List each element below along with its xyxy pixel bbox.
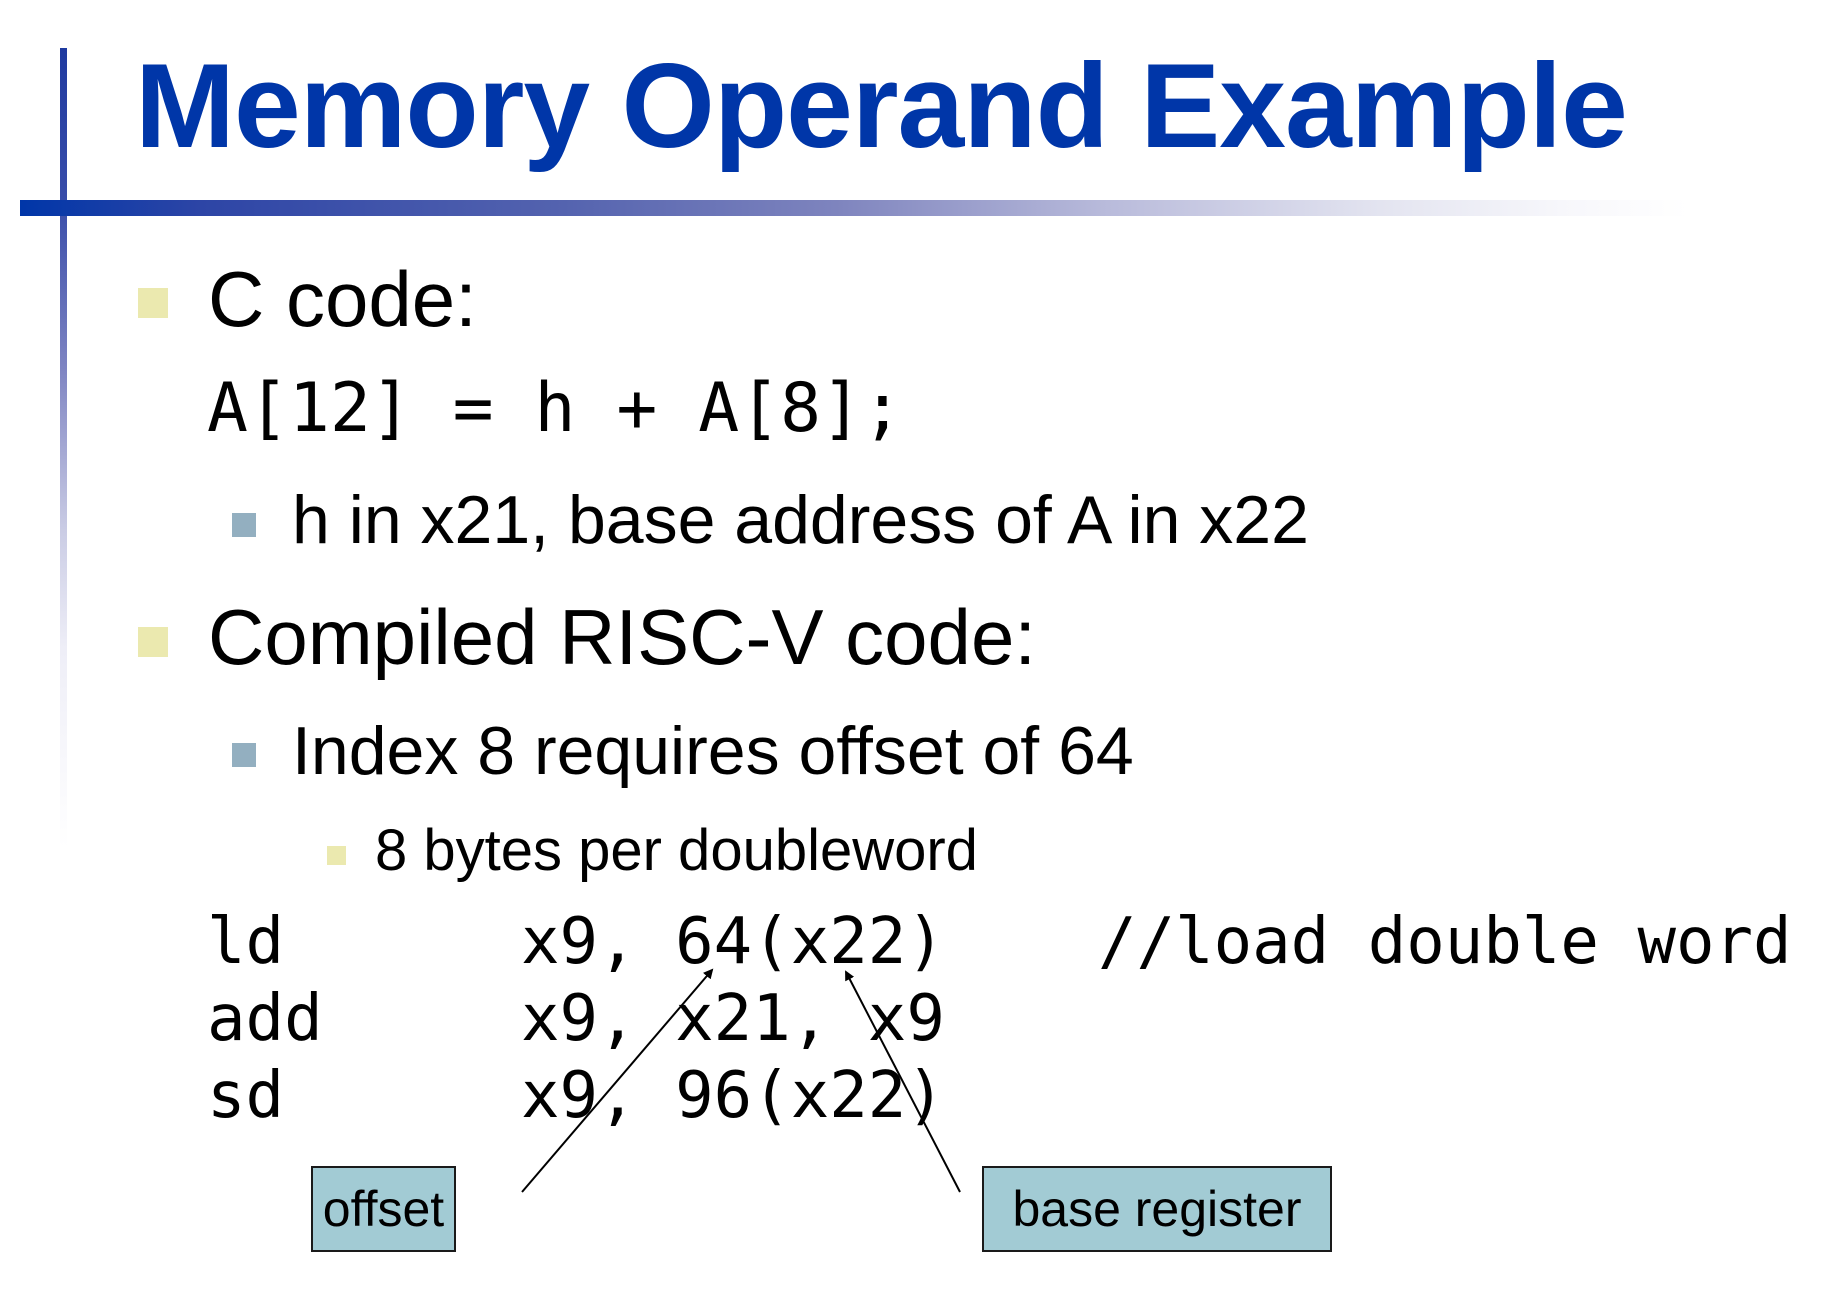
asm-comment: //load double word — [1098, 905, 1792, 979]
bullet-level2-icon — [232, 513, 256, 537]
slide-title: Memory Operand Example — [135, 39, 1628, 173]
title-vertical-accent-bar — [60, 48, 67, 848]
c-code-line: A[12] = h + A[8]; — [207, 369, 903, 448]
base-register-callout: base register — [982, 1166, 1332, 1252]
asm-op: ld — [207, 905, 285, 979]
asm-operands: x9, 64(x22) — [521, 905, 945, 979]
riscv-heading: Compiled RISC-V code: — [208, 593, 1036, 681]
offset-arrow — [521, 968, 714, 1193]
bullet-level3-icon — [327, 846, 346, 865]
asm-op: sd — [207, 1059, 285, 1133]
title-underline-bar — [20, 200, 1833, 216]
asm-operands: x9, x21, x9 — [521, 982, 945, 1056]
asm-op: add — [207, 982, 323, 1056]
riscv-note: Index 8 requires offset of 64 — [292, 713, 1134, 789]
riscv-subnote: 8 bytes per doubleword — [375, 818, 978, 883]
offset-callout: offset — [311, 1166, 456, 1252]
base-register-arrow — [845, 970, 961, 1193]
bullet-level1-icon — [138, 288, 168, 318]
bullet-level1-icon — [138, 627, 168, 657]
c-code-note: h in x21, base address of A in x22 — [292, 482, 1309, 558]
c-code-heading: C code: — [208, 255, 477, 343]
bullet-level2-icon — [232, 743, 256, 767]
